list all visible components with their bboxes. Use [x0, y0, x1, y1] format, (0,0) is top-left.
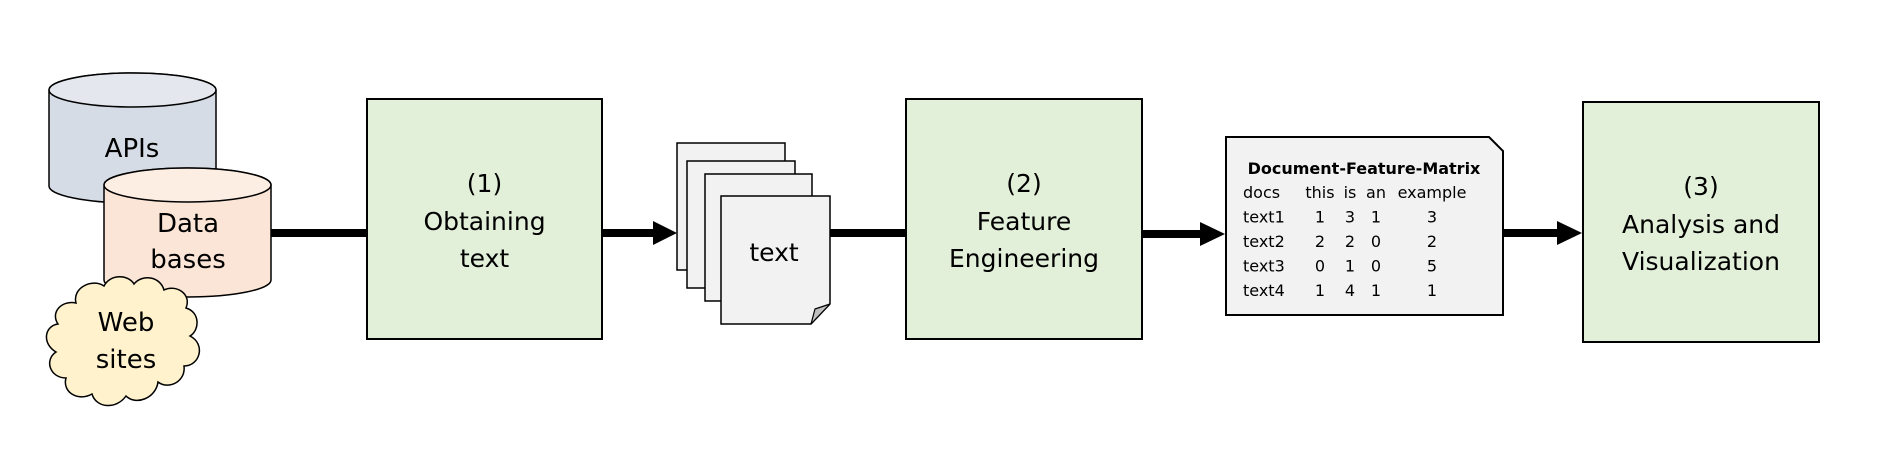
matrix-cell: 1 — [1315, 208, 1325, 227]
source-databases: Data bases — [103, 167, 272, 298]
matrix-card — [1225, 136, 1504, 316]
matrix-row-label: text1 — [1243, 208, 1285, 227]
matrix-header-cell: an — [1366, 183, 1386, 202]
step-label-line2: Engineering — [949, 244, 1099, 273]
step-3-analysis-visualization: (3) Analysis and Visualization — [1582, 101, 1820, 343]
matrix-cell: 1 — [1371, 281, 1381, 300]
matrix-cell: 0 — [1371, 257, 1381, 276]
matrix-row-label: text3 — [1243, 257, 1285, 276]
step-1-obtaining-text: (1) Obtaining text — [366, 98, 603, 340]
connectors — [271, 221, 1582, 246]
arrowhead-icon — [1200, 222, 1225, 246]
matrix-cell: 1 — [1427, 281, 1437, 300]
source-websites-label-line2: sites — [96, 345, 157, 375]
arrowhead-icon — [653, 221, 677, 245]
matrix-cell: 1 — [1371, 208, 1381, 227]
cloud-icon — [45, 276, 201, 407]
step-box — [1582, 101, 1820, 343]
matrix-row-label: text4 — [1243, 281, 1285, 300]
step-box — [905, 98, 1143, 340]
step-label-line2: Visualization — [1622, 247, 1780, 276]
matrix-header-cell: is — [1344, 183, 1357, 202]
arrowhead-icon — [1557, 221, 1582, 245]
step-label-line2: text — [460, 244, 510, 273]
text-documents-stack: text — [676, 142, 831, 325]
matrix-cell: 3 — [1345, 208, 1355, 227]
matrix-header-cell: example — [1398, 183, 1467, 202]
source-databases-label-line1: Data — [157, 209, 219, 239]
matrix-cell: 5 — [1427, 257, 1437, 276]
source-databases-label-line2: bases — [150, 245, 226, 275]
step-number: (1) — [467, 169, 502, 198]
matrix-row-label: text2 — [1243, 232, 1285, 251]
arrow-step1-to-documents — [602, 221, 677, 245]
source-websites-label-line1: Web — [98, 308, 155, 338]
matrix-header-cell: this — [1305, 183, 1334, 202]
step-box — [366, 98, 603, 340]
arrow-step2-to-matrix — [1142, 222, 1225, 246]
matrix-cell: 1 — [1345, 257, 1355, 276]
step-number: (3) — [1683, 172, 1718, 201]
matrix-cell: 2 — [1427, 232, 1437, 251]
step-number: (2) — [1006, 169, 1041, 198]
matrix-cell: 3 — [1427, 208, 1437, 227]
matrix-header-cell: docs — [1243, 183, 1280, 202]
matrix-cell: 2 — [1345, 232, 1355, 251]
documents-label: text — [749, 238, 799, 267]
matrix-cell: 0 — [1315, 257, 1325, 276]
step-label-line1: Feature — [977, 207, 1071, 236]
matrix-cell: 4 — [1345, 281, 1355, 300]
arrow-matrix-to-step3 — [1503, 221, 1582, 245]
step-label-line1: Analysis and — [1622, 210, 1780, 239]
matrix-cell: 2 — [1315, 232, 1325, 251]
matrix-title: Document-Feature-Matrix — [1248, 159, 1481, 178]
step-label-line1: Obtaining — [423, 207, 545, 236]
folded-corner-icon — [810, 303, 831, 325]
matrix-cell: 0 — [1371, 232, 1381, 251]
source-websites: Web sites — [45, 276, 201, 407]
source-apis-label: APIs — [105, 134, 160, 164]
matrix-cell: 1 — [1315, 281, 1325, 300]
step-2-feature-engineering: (2) Feature Engineering — [905, 98, 1143, 340]
